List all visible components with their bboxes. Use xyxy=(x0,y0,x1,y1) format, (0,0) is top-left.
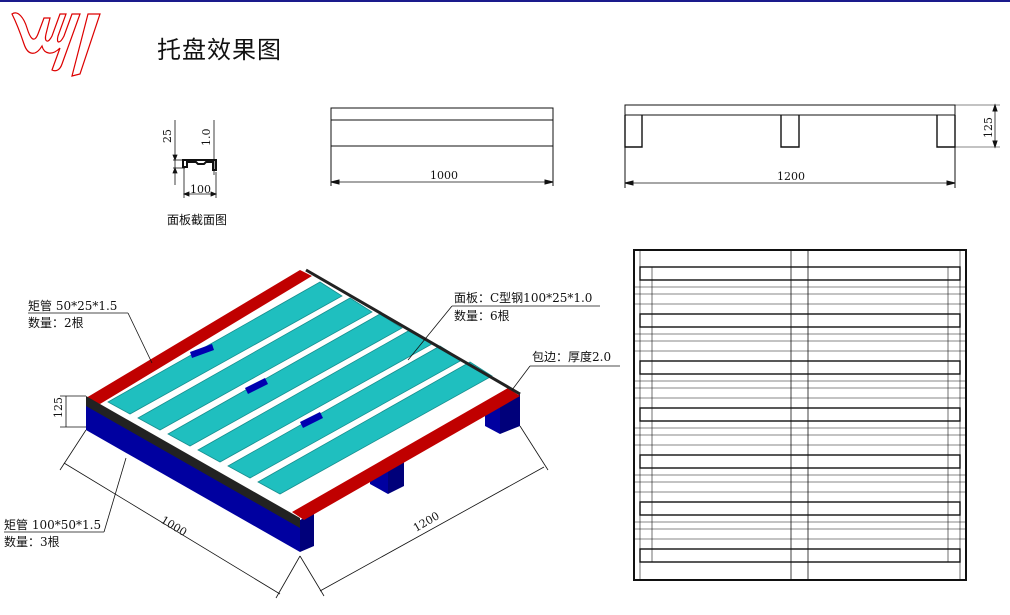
plan-view xyxy=(633,249,967,581)
front-view xyxy=(330,107,554,186)
iso-callouts xyxy=(4,305,620,599)
callout-bottom-tube-qty: 数量：3根 xyxy=(4,535,60,549)
iso-dim-1000: 1000 xyxy=(158,513,189,539)
callout-bottom-tube-spec: 矩管 100*50*1.5 xyxy=(4,518,102,532)
logo-icon xyxy=(11,12,101,77)
side-dim-height: 125 xyxy=(982,117,995,138)
callout-panel-qty: 数量：6根 xyxy=(454,309,510,323)
callout-edge-spec: 包边：厚度2.0 xyxy=(532,350,612,364)
callout-top-tube-qty: 数量：2根 xyxy=(28,316,84,330)
header-rule xyxy=(0,0,1010,2)
section-caption: 面板截面图 xyxy=(167,213,228,227)
iso-dim-1200: 1200 xyxy=(411,509,442,534)
side-dim-width: 1200 xyxy=(777,170,805,183)
iso-dim-height: 125 xyxy=(52,397,65,418)
callout-top-tube-spec: 矩管 50*25*1.5 xyxy=(28,299,118,313)
front-dim-width: 1000 xyxy=(430,169,458,182)
iso-view xyxy=(86,268,521,552)
section-view xyxy=(172,120,218,198)
page-title: 托盘效果图 xyxy=(157,36,282,64)
section-dim-width: 100 xyxy=(190,183,211,196)
section-dim-thickness: 1.0 xyxy=(200,129,213,147)
callout-panel-spec: 面板：C型钢100*25*1.0 xyxy=(454,291,593,305)
section-dim-height: 25 xyxy=(161,129,174,143)
side-view xyxy=(624,103,1000,188)
